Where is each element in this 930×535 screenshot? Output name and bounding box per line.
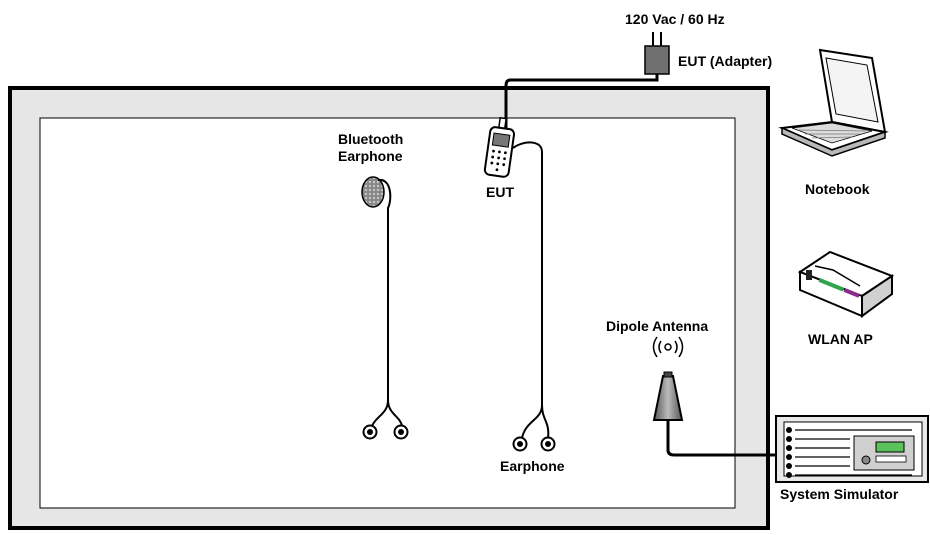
- simulator-label: System Simulator: [780, 486, 899, 502]
- power-adapter-icon: [644, 32, 670, 75]
- bluetooth-label-line1: Bluetooth: [338, 131, 403, 147]
- bluetooth-label-line2: Earphone: [338, 148, 403, 164]
- eut-label: EUT: [486, 184, 514, 200]
- adapter-cable: [504, 74, 659, 128]
- wlan-ap-icon: [797, 250, 895, 318]
- earphone-label: Earphone: [500, 458, 565, 474]
- mobile-phone-icon: [483, 116, 516, 178]
- antenna-cable: [666, 420, 784, 457]
- wlan-label: WLAN AP: [808, 331, 873, 347]
- notebook-label: Notebook: [805, 181, 870, 197]
- adapter-label: EUT (Adapter): [678, 53, 772, 69]
- notebook-icon: [778, 48, 889, 157]
- wired-earphone-icon: [512, 436, 556, 452]
- power-source-label: 120 Vac / 60 Hz: [625, 11, 725, 27]
- wired-earphone-cable: [512, 141, 550, 439]
- antenna-label: Dipole Antenna: [606, 318, 708, 334]
- bluetooth-earphone-icon: [361, 176, 409, 440]
- system-simulator-icon: [775, 415, 929, 483]
- dipole-antenna-icon: [652, 336, 684, 421]
